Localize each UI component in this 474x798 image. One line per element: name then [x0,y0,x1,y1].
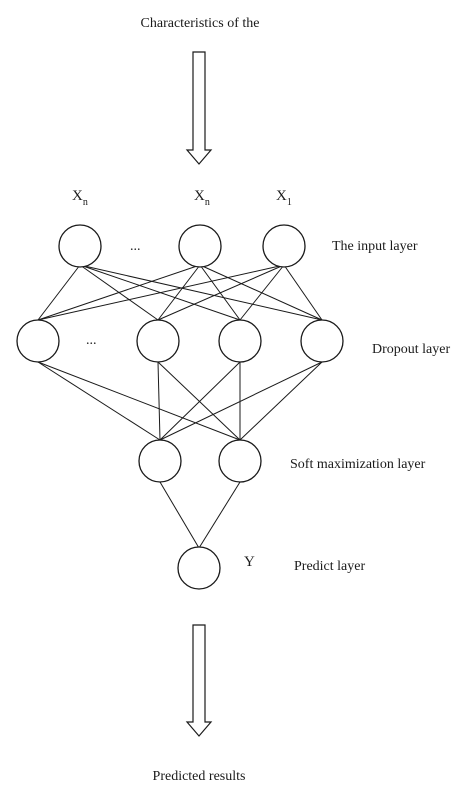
dropout-node [16,319,60,363]
input-var-label: X1 [276,188,292,208]
dropout-layer-nodes [16,319,344,363]
dropout-node [136,319,180,363]
dropout-ellipsis: ... [86,333,97,348]
input-node [58,224,102,268]
top-down-arrow [185,51,213,165]
bottom-down-arrow [185,624,213,737]
input-node [178,224,222,268]
dropout-node [218,319,262,363]
softmax-layer-label: Soft maximization layer [290,457,426,472]
input-layer-label: The input layer [332,239,418,254]
edges-dropout-to-softmax [37,361,323,441]
input-node [262,224,306,268]
softmax-layer-nodes [138,439,262,483]
input-layer-nodes [58,224,306,268]
input-ellipsis: ... [130,239,141,254]
softmax-node [138,439,182,483]
input-var-label: Xn [194,188,210,208]
predict-layer-label: Predict layer [294,559,365,574]
output-var-label: Y [244,554,255,570]
edges-input-to-dropout [37,264,323,321]
softmax-node [218,439,262,483]
input-variable-labels: Xn Xn X1 [72,188,292,208]
dropout-layer-label: Dropout layer [372,342,450,357]
top-caption: Characteristics of the [141,16,260,31]
input-var-label: Xn [72,188,88,208]
dropout-node [300,319,344,363]
bottom-caption: Predicted results [153,769,246,784]
edges-softmax-to-predict [159,481,241,549]
predict-node [177,546,221,590]
